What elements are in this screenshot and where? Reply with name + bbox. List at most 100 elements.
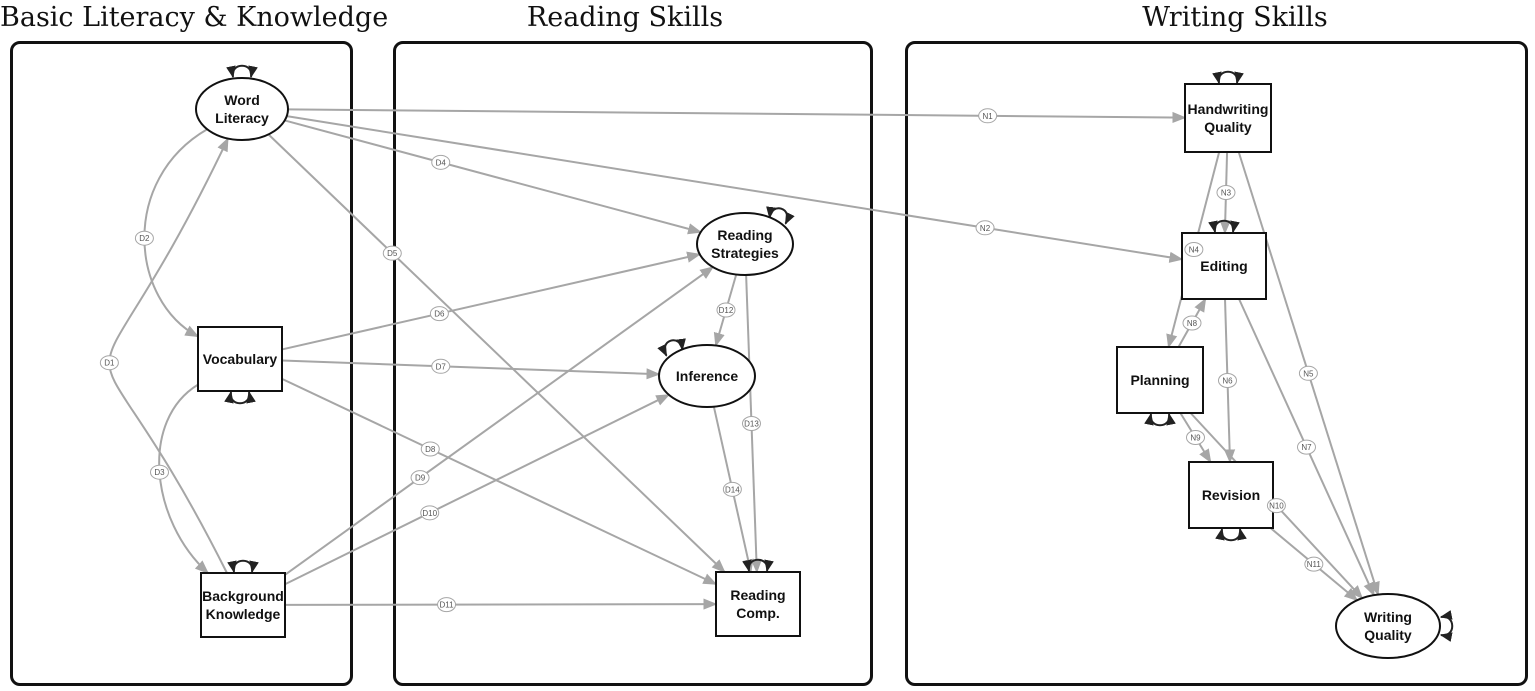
node-label-reading-comp: Comp. [736,605,780,621]
node-label-background-knowledge: Knowledge [206,606,281,622]
path-label-n9: N9 [1190,434,1201,443]
path-label-d5: D5 [387,249,398,258]
variance-loop-background-knowledge [227,559,259,574]
path-arrow-d4 [284,119,703,235]
panel-title-basic-literacy: Basic Literacy & Knowledge [0,2,389,33]
path-label-d2: D2 [139,234,150,243]
path-label-badge [382,245,402,261]
panel-title-writing-skills: Writing Skills [1142,2,1328,33]
node-writing-quality [1335,593,1441,659]
path-label-n4: N4 [1189,246,1200,255]
node-label-revision: Revision [1202,487,1260,503]
path-label-d9: D9 [415,474,426,483]
node-label-writing-quality: Writing [1364,609,1412,625]
path-label-d11: D11 [440,601,455,610]
panel-reading-skills [393,41,873,686]
node-label-background-knowledge: Background [202,588,284,604]
path-label-n7: N7 [1301,443,1312,452]
path-label-badge [410,470,430,486]
variance-loop-reading-comp [742,558,774,573]
path-label-badge [1184,242,1204,257]
path-label-d13: D13 [744,419,759,428]
path-label-badge [1186,430,1205,445]
node-revision [1188,461,1274,529]
path-arrow-d11 [284,598,718,610]
path-label-d3: D3 [154,468,165,477]
variance-loop-revision [1215,527,1247,542]
path-label-badge [1296,439,1316,455]
path-label-d6: D6 [434,310,445,319]
panel-title-reading-skills: Reading Skills [526,2,724,33]
path-label-d1: D1 [104,359,115,368]
path-arrow-n2 [286,115,1184,263]
node-handwriting-quality [1184,83,1272,153]
path-arrow-d10 [284,393,671,586]
path-label-d14: D14 [725,485,740,494]
node-label-planning: Planning [1130,372,1189,388]
variance-loop-inference [657,338,686,357]
path-label-badge [741,415,761,431]
path-label-badge [99,355,119,371]
path-arrow-d9 [284,266,715,576]
variance-loop-planning [1144,412,1176,427]
node-label-word-literacy: Literacy [215,110,269,126]
path-label-badge [429,306,449,322]
path-label-badge [978,108,998,124]
path-arrow-d5 [267,133,726,573]
node-reading-strategies [696,212,794,276]
path-label-n10: N10 [1269,502,1284,511]
path-label-n8: N8 [1187,319,1198,328]
path-label-badge [975,220,995,236]
node-inference [658,344,756,408]
path-arrow-d6 [281,251,702,351]
path-label-d10: D10 [422,509,437,518]
path-label-badge [716,302,736,318]
variance-loop-handwriting-quality [1212,70,1244,85]
variance-loop-word-literacy [226,64,258,79]
node-label-reading-strategies: Strategies [711,245,779,261]
path-label-badge [1298,365,1318,381]
node-label-reading-comp: Reading [730,587,785,603]
node-label-handwriting-quality: Quality [1204,119,1252,135]
path-label-n11: N11 [1307,560,1322,569]
node-background-knowledge [200,572,286,638]
path-label-badge [1182,315,1202,331]
path-label-badge [134,230,154,246]
path-arrow-d7 [281,359,661,380]
path-label-d8: D8 [425,445,436,454]
path-label-n6: N6 [1222,377,1233,386]
path-label-badge [1216,185,1236,200]
path-label-d7: D7 [436,362,447,371]
variance-loop-vocabulary [224,390,256,405]
path-arrow-n1 [287,108,1187,124]
path-label-badge [1266,498,1286,514]
path-label-n5: N5 [1303,369,1314,378]
path-arrow-d2 [143,128,208,338]
path-label-n3: N3 [1221,189,1232,198]
path-label-badge [149,464,169,480]
path-label-d4: D4 [436,158,447,167]
variance-loop-writing-quality [1439,610,1454,642]
node-label-vocabulary: Vocabulary [203,351,278,367]
variance-loop-editing [1208,219,1240,234]
path-label-d12: D12 [719,306,734,315]
node-label-word-literacy: Word [224,92,260,108]
node-label-handwriting-quality: Handwriting [1188,101,1269,117]
panel-writing-skills [905,41,1528,686]
node-label-writing-quality: Quality [1364,627,1412,643]
path-label-badge [1304,556,1324,572]
node-label-inference: Inference [676,368,738,384]
path-label-n2: N2 [980,224,991,233]
node-reading-comp [715,571,801,637]
node-vocabulary [197,326,283,392]
path-label-badge [722,481,742,497]
path-label-badge [420,441,440,457]
node-label-reading-strategies: Reading [717,227,772,243]
node-planning [1116,346,1204,414]
path-label-badge [431,358,451,374]
node-label-editing: Editing [1200,258,1247,274]
path-label-badge [1218,373,1237,388]
path-arrow-d3 [158,383,210,574]
